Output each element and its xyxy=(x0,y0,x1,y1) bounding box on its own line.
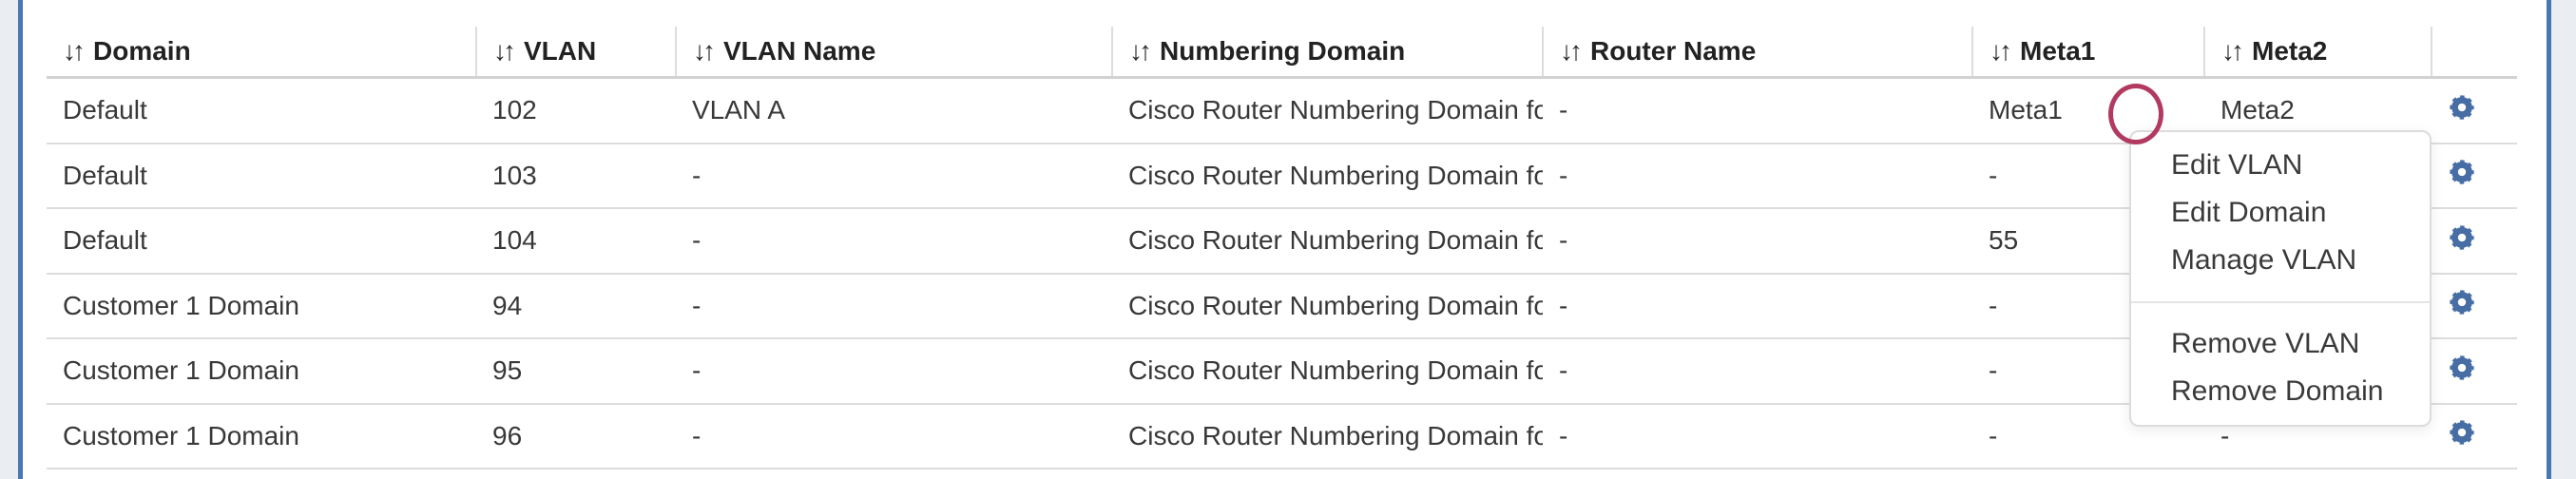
cell-vlan-name: - xyxy=(676,208,1112,275)
column-header-domain[interactable]: ↓↑Domain xyxy=(47,27,476,79)
cell-domain: Default xyxy=(47,208,476,275)
sort-arrows-icon: ↓↑ xyxy=(1990,36,2012,66)
cell-vlan-name: - xyxy=(676,143,1112,209)
annotation-circle-icon xyxy=(2108,84,2163,144)
gear-icon[interactable] xyxy=(2448,288,2476,316)
cell-actions xyxy=(2432,143,2517,209)
menu-item-remove-vlan[interactable]: Remove VLAN xyxy=(2171,328,2360,359)
cell-router-name: - xyxy=(1543,77,1972,144)
sort-arrows-icon: ↓↑ xyxy=(63,36,86,66)
table-row: Customer 1 Domain 96 - Cisco Router Numb… xyxy=(47,403,2517,469)
column-header-meta2[interactable]: ↓↑ Meta2 xyxy=(2203,27,2432,79)
column-header-numbering_domain[interactable]: ↓↑ Numbering Domain xyxy=(1111,27,1543,79)
column-header-vlan_name[interactable]: ↓↑VLAN Name xyxy=(675,27,1112,79)
content-panel: ↓↑Domain↓↑VLAN↓↑VLAN Name↓↑Numbering Dom… xyxy=(18,0,2551,479)
cell-actions xyxy=(2432,77,2517,144)
gear-icon[interactable] xyxy=(2448,223,2476,252)
cell-vlan-name: - xyxy=(676,338,1112,405)
column-header-label: Router Name xyxy=(1590,36,1757,66)
cell-vlan: 96 xyxy=(476,403,676,469)
column-header-router_name[interactable]: ↓↑Router Name xyxy=(1542,27,1972,79)
column-header-label: Domain xyxy=(93,36,191,66)
column-header-vlan[interactable]: ↓↑ VLAN xyxy=(475,27,676,79)
cell-numbering-domain: Cisco Router Numbering Domain for ... xyxy=(1112,143,1543,209)
gear-icon[interactable] xyxy=(2448,418,2476,447)
cell-numbering-domain: Cisco Router Numbering Domain for ... xyxy=(1112,208,1543,275)
cell-actions xyxy=(2432,403,2517,469)
cell-router-name: - xyxy=(1543,338,1972,405)
table-row: Customer 1 Domain 94 - Cisco Router Numb… xyxy=(47,273,2517,339)
menu-divider xyxy=(2131,301,2430,303)
cell-vlan-name: VLAN A xyxy=(676,77,1112,144)
menu-item-edit-domain[interactable]: Edit Domain xyxy=(2171,197,2327,228)
sort-arrows-icon: ↓↑ xyxy=(693,36,716,66)
cell-vlan-name: - xyxy=(676,403,1112,469)
cell-vlan: 102 xyxy=(476,77,676,144)
menu-item-manage-vlan[interactable]: Manage VLAN xyxy=(2171,244,2357,276)
cell-numbering-domain: Cisco Router Numbering Domain for ... xyxy=(1112,273,1543,339)
column-header-label: Meta1 xyxy=(2020,36,2096,66)
cell-actions xyxy=(2432,338,2517,405)
cell-actions xyxy=(2432,208,2517,275)
gear-icon[interactable] xyxy=(2448,93,2476,122)
cell-vlan: 104 xyxy=(476,208,676,275)
table-header-row: ↓↑Domain↓↑VLAN↓↑VLAN Name↓↑Numbering Dom… xyxy=(47,27,2517,79)
cell-numbering-domain: Cisco Router Numbering Domain for ... xyxy=(1112,338,1543,405)
column-header-meta1[interactable]: ↓↑ Meta1 xyxy=(1971,27,2204,79)
table-row: Default 103 - Cisco Router Numbering Dom… xyxy=(47,143,2517,209)
cell-domain: Customer 1 Domain xyxy=(47,403,476,469)
column-header-label: VLAN Name xyxy=(723,36,876,66)
menu-item-remove-domain[interactable]: Remove Domain xyxy=(2171,375,2384,407)
column-header-actions xyxy=(2431,27,2517,79)
sort-arrows-icon: ↓↑ xyxy=(493,36,516,66)
cell-router-name: - xyxy=(1543,208,1972,275)
vlan-table: ↓↑Domain↓↑VLAN↓↑VLAN Name↓↑Numbering Dom… xyxy=(47,27,2517,469)
cell-vlan: 95 xyxy=(476,338,676,405)
cell-domain: Default xyxy=(47,143,476,209)
sort-arrows-icon: ↓↑ xyxy=(1560,36,1583,66)
cell-numbering-domain: Cisco Router Numbering Domain for ... xyxy=(1112,403,1543,469)
cell-domain: Customer 1 Domain xyxy=(47,338,476,405)
cell-vlan: 103 xyxy=(476,143,676,209)
cell-router-name: - xyxy=(1543,273,1972,339)
menu-item-edit-vlan[interactable]: Edit VLAN xyxy=(2171,149,2303,181)
cell-actions xyxy=(2432,273,2517,339)
sort-arrows-icon: ↓↑ xyxy=(1129,36,1152,66)
table-body: Default 102 VLAN A Cisco Router Numberin… xyxy=(47,77,2517,469)
gear-icon[interactable] xyxy=(2448,158,2476,186)
cell-domain: Default xyxy=(47,77,476,144)
gear-icon[interactable] xyxy=(2448,354,2476,382)
sort-arrows-icon: ↓↑ xyxy=(2221,36,2244,66)
cell-vlan-name: - xyxy=(676,273,1112,339)
column-header-label: Meta2 xyxy=(2252,36,2328,66)
cell-router-name: - xyxy=(1543,143,1972,209)
cell-router-name: - xyxy=(1543,403,1972,469)
cell-domain: Customer 1 Domain xyxy=(47,273,476,339)
column-header-label: VLAN xyxy=(524,36,597,66)
column-header-label: Numbering Domain xyxy=(1160,36,1406,66)
cell-numbering-domain: Cisco Router Numbering Domain for ... xyxy=(1112,77,1543,144)
cell-vlan: 94 xyxy=(476,273,676,339)
